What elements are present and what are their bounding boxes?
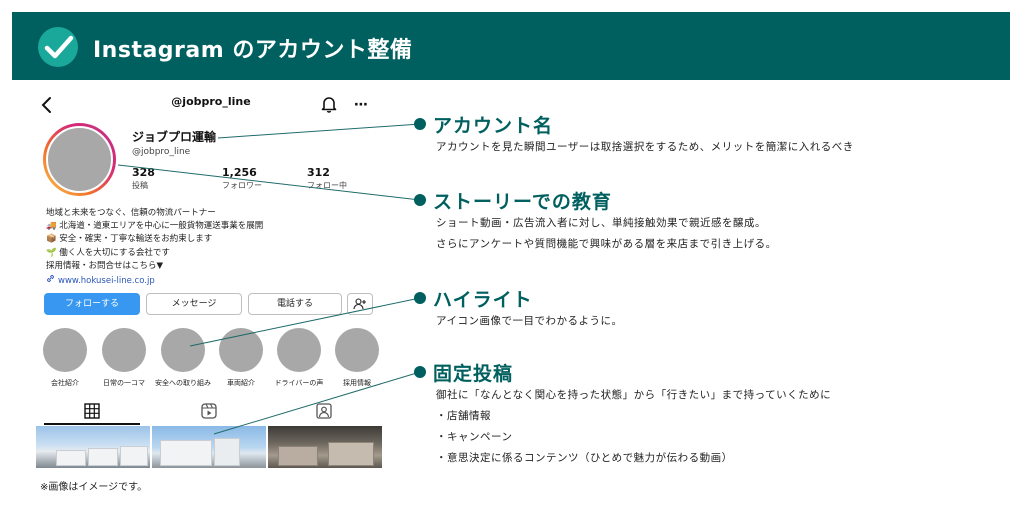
instagram-profile-mock: @jobpro_line ⋯ ジョブプロ運輸 @jobpro_line 328 …	[36, 90, 384, 468]
topbar-username: @jobpro_line	[171, 95, 251, 108]
stat-posts[interactable]: 328 投稿	[132, 166, 155, 191]
connector-line	[189, 297, 421, 347]
stat-posts-label: 投稿	[132, 181, 148, 190]
active-tab-indicator	[44, 423, 140, 425]
highlight-cover	[335, 328, 379, 372]
callout-line: さらにアンケートや質問機能で興味がある層を来店まで引き上げる。	[436, 238, 777, 250]
content-tabs	[36, 398, 384, 426]
connector-line	[213, 371, 421, 435]
stat-followers[interactable]: 1,256 フォロワー	[222, 166, 262, 191]
callout-title-story: ストーリーでの教育	[433, 191, 612, 213]
cargo-shape	[328, 442, 374, 466]
callout-title-highlight: ハイライト	[433, 289, 533, 311]
profile-name: ジョブプロ運輸	[132, 130, 217, 144]
callout-desc-account-name: アカウントを見た瞬間ユーザーは取捨選択をするため、メリットを簡潔に入れるべき	[436, 137, 854, 158]
back-arrow-icon[interactable]	[40, 96, 54, 114]
stat-followers-count: 1,256	[222, 166, 257, 179]
post-thumbnail[interactable]	[152, 426, 266, 468]
bio-line: 🚚 北海道・道東エリアを中心に一般貨物運送事業を展開	[46, 221, 264, 232]
stat-following[interactable]: 312 フォロー中	[307, 166, 347, 191]
cargo-shape	[278, 446, 318, 466]
truck-shape	[56, 450, 86, 466]
callout-line: ・店舗情報	[436, 410, 491, 422]
profile-handle: @jobpro_line	[132, 147, 191, 157]
callout-line: アイコン画像で一目でわかるように。	[436, 315, 623, 327]
avatar-story-ring[interactable]	[43, 123, 116, 196]
bell-icon[interactable]	[319, 94, 339, 114]
profile-topbar: @jobpro_line ⋯	[36, 90, 384, 120]
stat-posts-count: 328	[132, 166, 155, 179]
stat-followers-label: フォロワー	[222, 181, 262, 190]
image-note: ※画像はイメージです。	[40, 482, 148, 493]
callout-dot	[414, 366, 426, 378]
truck-shape	[160, 440, 212, 466]
callout-line: ショート動画・広告流入者に対し、単純接触効果で親近感を醸成。	[436, 217, 766, 229]
highlight-cover	[102, 328, 146, 372]
highlight-item[interactable]: ドライバーの声	[268, 328, 330, 388]
call-button[interactable]: 電話する	[248, 293, 342, 315]
highlight-label: 車両紹介	[227, 379, 255, 387]
callout-dot	[414, 118, 426, 130]
callout-desc-story: ショート動画・広告流入者に対し、単純接触効果で親近感を醸成。 さらにアンケートや…	[436, 213, 777, 255]
callout-desc-pinned-posts: 御社に「なんとなく関心を持った状態」から「行きたい」まで持っていくために ・店舗…	[436, 385, 831, 469]
highlight-item[interactable]: 日常の一コマ	[93, 328, 155, 388]
stat-following-label: フォロー中	[307, 181, 347, 190]
bio-line: 採用情報・お問合せはこちら▼	[46, 260, 164, 271]
follow-button[interactable]: フォローする	[44, 293, 140, 315]
highlight-cover	[43, 328, 87, 372]
connector-line	[117, 164, 421, 201]
callout-line: 御社に「なんとなく関心を持った状態」から「行きたい」まで持っていくために	[436, 389, 832, 401]
website-url: www.hokusei-line.co.jp	[58, 276, 155, 286]
profile-bio: 地域と未来をつなぐ、信頼の物流パートナー 🚚 北海道・道東エリアを中心に一般貨物…	[46, 207, 376, 273]
slide-header: Instagram のアカウント整備	[12, 12, 1010, 80]
highlight-label: 採用情報	[343, 379, 371, 387]
highlight-cover	[161, 328, 205, 372]
highlight-item[interactable]: 安全への取り組み	[152, 328, 214, 388]
post-thumbnail[interactable]	[268, 426, 382, 468]
callout-title-account-name: アカウント名	[433, 115, 554, 137]
callout-dot	[414, 194, 426, 206]
message-button[interactable]: メッセージ	[146, 293, 242, 315]
callout-dot	[414, 292, 426, 304]
slide-title: Instagram のアカウント整備	[93, 38, 413, 63]
link-icon	[46, 274, 55, 286]
profile-website-link[interactable]: www.hokusei-line.co.jp	[46, 274, 155, 286]
truck-shape	[214, 438, 240, 466]
highlight-item[interactable]: 採用情報	[326, 328, 384, 388]
connector-line	[217, 123, 421, 139]
truck-shape	[120, 446, 148, 466]
callout-title-pinned-posts: 固定投稿	[433, 363, 514, 385]
avatar	[46, 126, 113, 193]
highlight-label: 日常の一コマ	[103, 379, 145, 387]
stat-following-count: 312	[307, 166, 330, 179]
highlight-label: 会社紹介	[51, 379, 79, 387]
highlight-label: 安全への取り組み	[155, 379, 211, 387]
truck-shape	[88, 448, 118, 466]
tagged-icon[interactable]	[315, 402, 333, 420]
highlight-label: ドライバーの声	[274, 379, 324, 387]
bio-line: 📦 安全・確実・丁寧な輸送をお約束します	[46, 234, 213, 245]
check-circle-icon	[38, 27, 78, 67]
callout-desc-highlight: アイコン画像で一目でわかるように。	[436, 311, 622, 332]
reels-icon[interactable]	[200, 402, 218, 420]
add-user-icon	[353, 298, 366, 310]
grid-icon[interactable]	[83, 402, 101, 420]
callout-line: ・キャンペーン	[436, 431, 513, 443]
callout-line: アカウントを見た瞬間ユーザーは取捨選択をするため、メリットを簡潔に入れるべき	[436, 141, 854, 153]
highlight-cover	[277, 328, 321, 372]
more-options-icon[interactable]: ⋯	[354, 97, 369, 113]
post-thumbnail[interactable]	[36, 426, 150, 468]
callout-line: ・意思決定に係るコンテンツ（ひとめで魅力が伝わる動画）	[436, 452, 733, 464]
bio-line: 地域と未来をつなぐ、信頼の物流パートナー	[46, 208, 216, 218]
highlight-item[interactable]: 会社紹介	[36, 328, 96, 388]
bio-line: 🌱 働く人を大切にする会社です	[46, 247, 170, 258]
